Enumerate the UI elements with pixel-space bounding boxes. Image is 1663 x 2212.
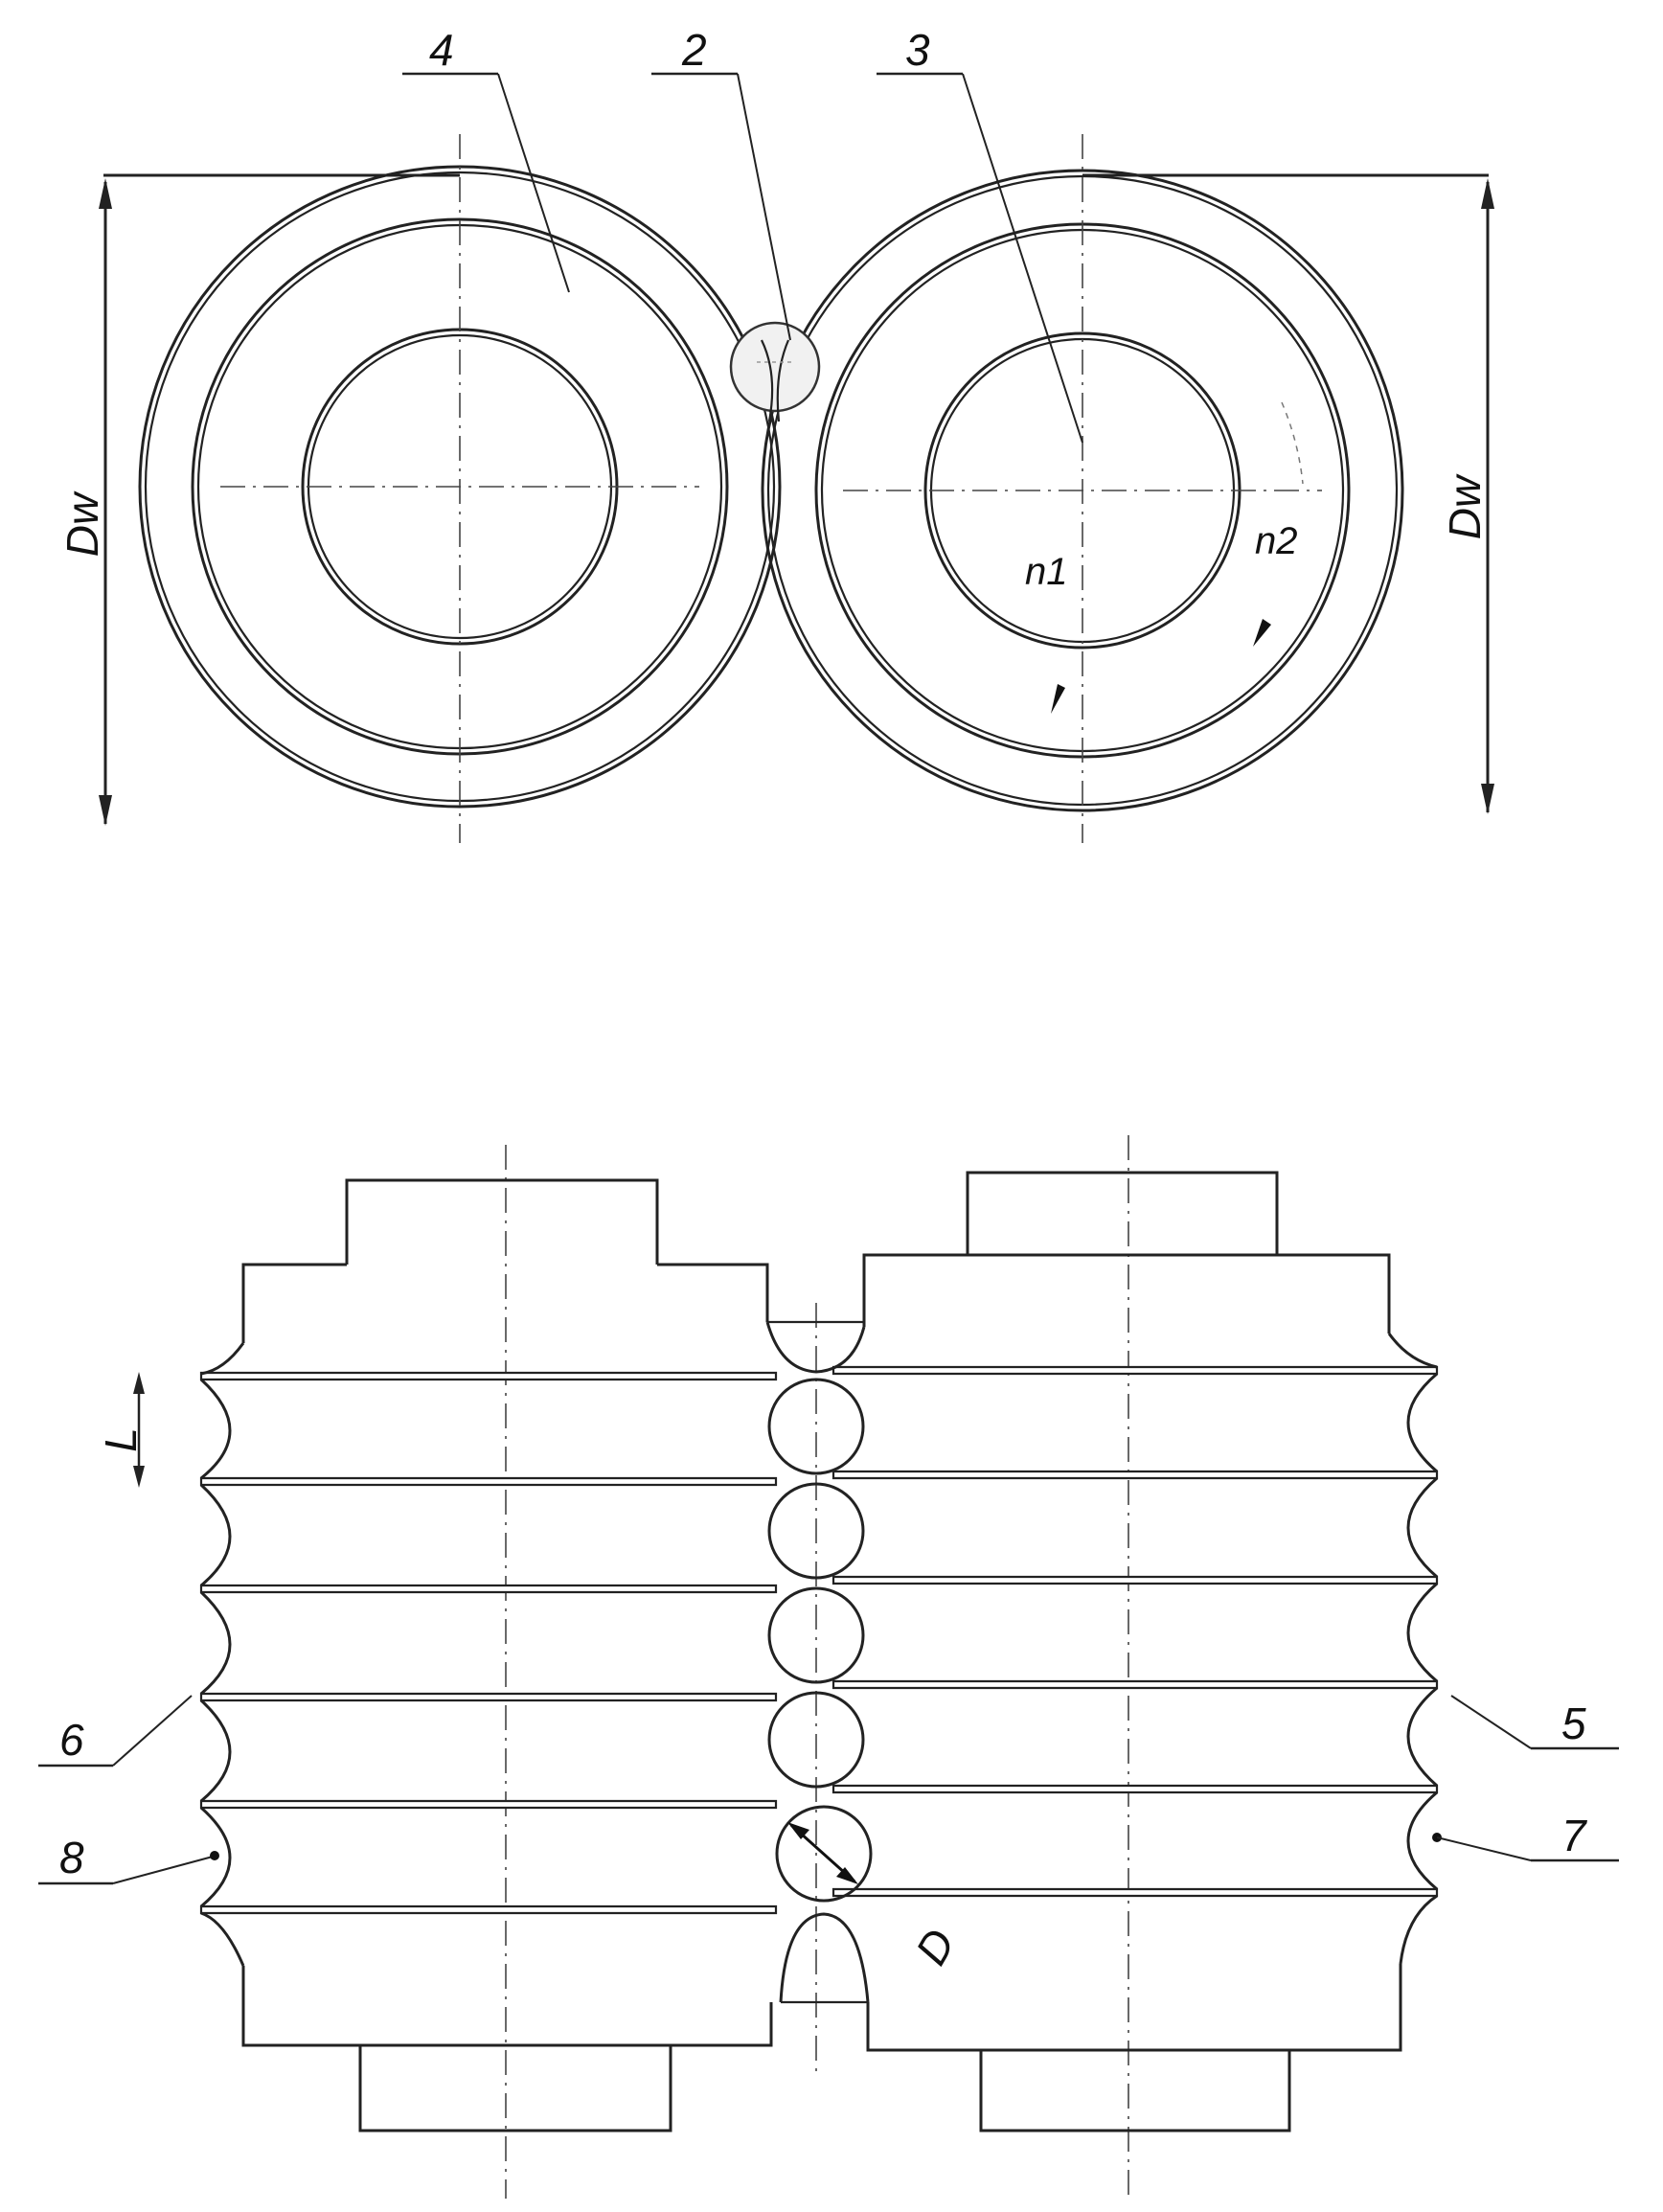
rotation-n1: n1 [1025, 551, 1068, 714]
dimension-label-d: D [905, 1921, 965, 1973]
rotation-n2: n2 [1253, 401, 1304, 647]
callout-2: 2 [651, 25, 791, 341]
dimension-label-dw-right: Dw [1440, 473, 1490, 539]
callout-3: 3 [877, 25, 1083, 444]
top-view: Dw Dw 4 2 3 n1 [57, 25, 1494, 843]
dimension-label-l: L [96, 1427, 146, 1452]
dimension-dw-left: Dw [57, 173, 460, 826]
contact-zone-marker [729, 321, 821, 422]
right-roller-body [862, 1171, 1402, 2132]
groove-ribs [199, 1365, 1439, 1915]
right-scallops [1387, 1333, 1438, 1965]
callout-5: 5 [1450, 1695, 1619, 1750]
callout-label-8: 8 [59, 1833, 84, 1882]
callout-7: 7 [1432, 1811, 1619, 1862]
balls-column [765, 1320, 873, 2004]
dimension-label-dw-left: Dw [57, 490, 107, 557]
dimension-dw-right: Dw [1082, 173, 1494, 814]
callout-8: 8 [38, 1833, 219, 1885]
callout-label-2: 2 [681, 25, 707, 75]
left-roller-body [241, 1178, 773, 2132]
speed-label-n2: n2 [1255, 520, 1298, 562]
callout-label-6: 6 [59, 1715, 84, 1765]
callout-4: 4 [402, 25, 570, 293]
dimension-l: L [96, 1372, 146, 1488]
callout-6: 6 [38, 1695, 193, 1767]
right-roller [761, 134, 1404, 843]
left-roller [138, 134, 782, 843]
bottom-view: L D 6 8 5 7 [38, 1135, 1619, 2199]
callout-label-7: 7 [1561, 1811, 1587, 1860]
callout-label-4: 4 [429, 25, 454, 75]
callout-label-3: 3 [905, 25, 930, 75]
left-scallops [199, 1342, 245, 1967]
callout-label-5: 5 [1561, 1699, 1586, 1748]
speed-label-n1: n1 [1025, 551, 1068, 593]
